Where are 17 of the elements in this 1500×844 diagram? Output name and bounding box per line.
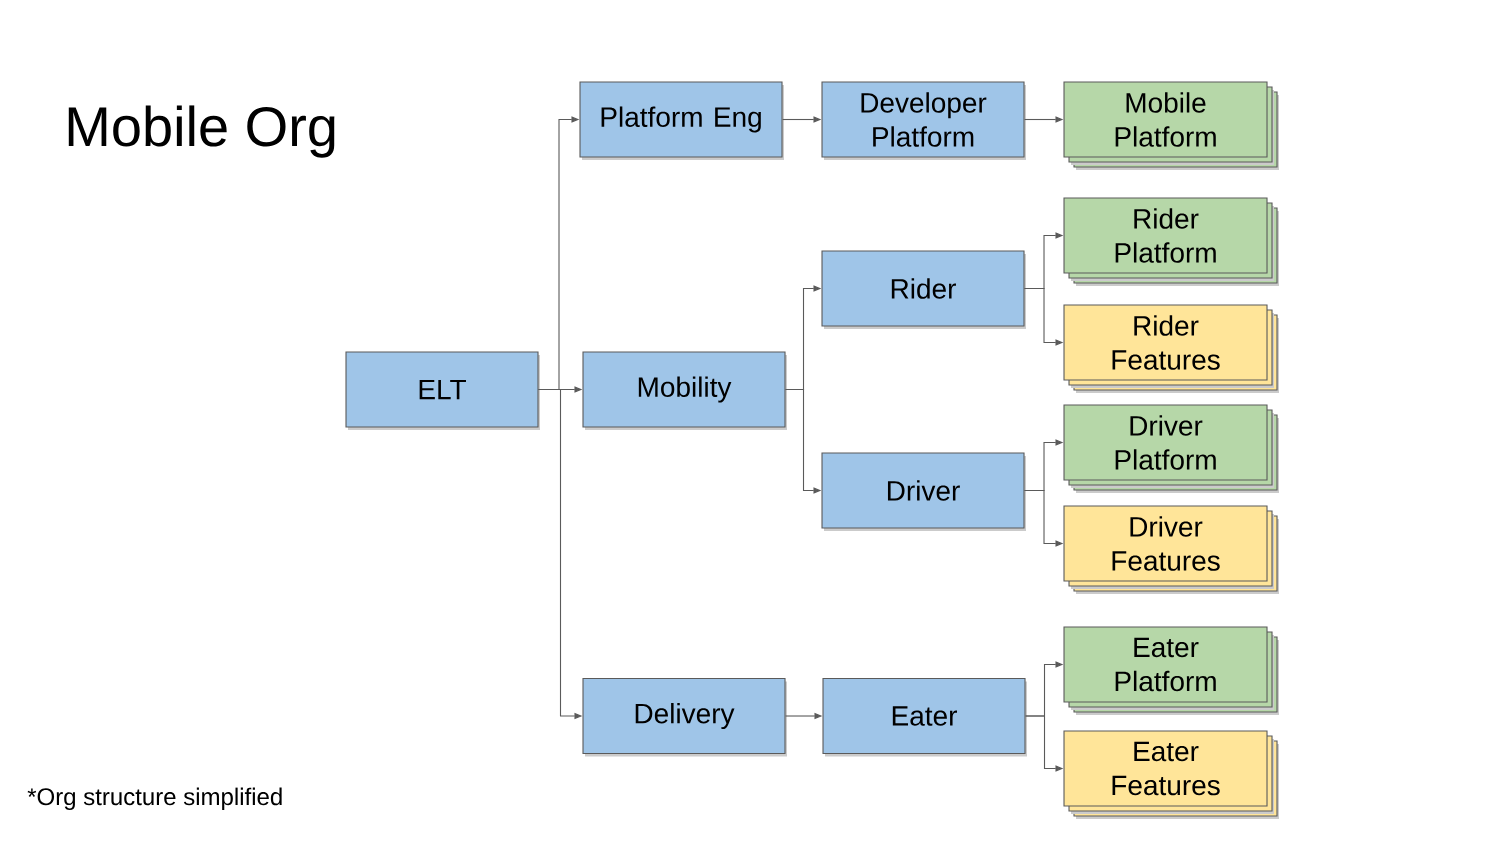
title: Mobile Org [68,105,335,158]
process-box: ELT [345,351,540,430]
stacked-box: Eater Features [1063,730,1279,819]
stacked-box: Mobile Platform [1063,81,1279,170]
process-box: Platform Eng [579,81,784,160]
stacked-box: Rider Platform [1063,197,1279,286]
process-box: Developer Platform [821,81,1026,160]
stacked-box: Driver Platform [1063,404,1279,493]
process-box: Mobility [582,351,787,430]
process-box: Delivery [582,677,787,757]
stacked-box: Eater Platform [1063,626,1279,715]
process-box: Driver [821,452,1026,531]
stacked-box: Driver Features [1063,505,1279,594]
process-box: Rider [821,250,1026,329]
process-box: Eater [822,677,1027,757]
stacked-box: Rider Features [1063,304,1279,393]
footnote: *Org structure simplified [27,787,282,810]
